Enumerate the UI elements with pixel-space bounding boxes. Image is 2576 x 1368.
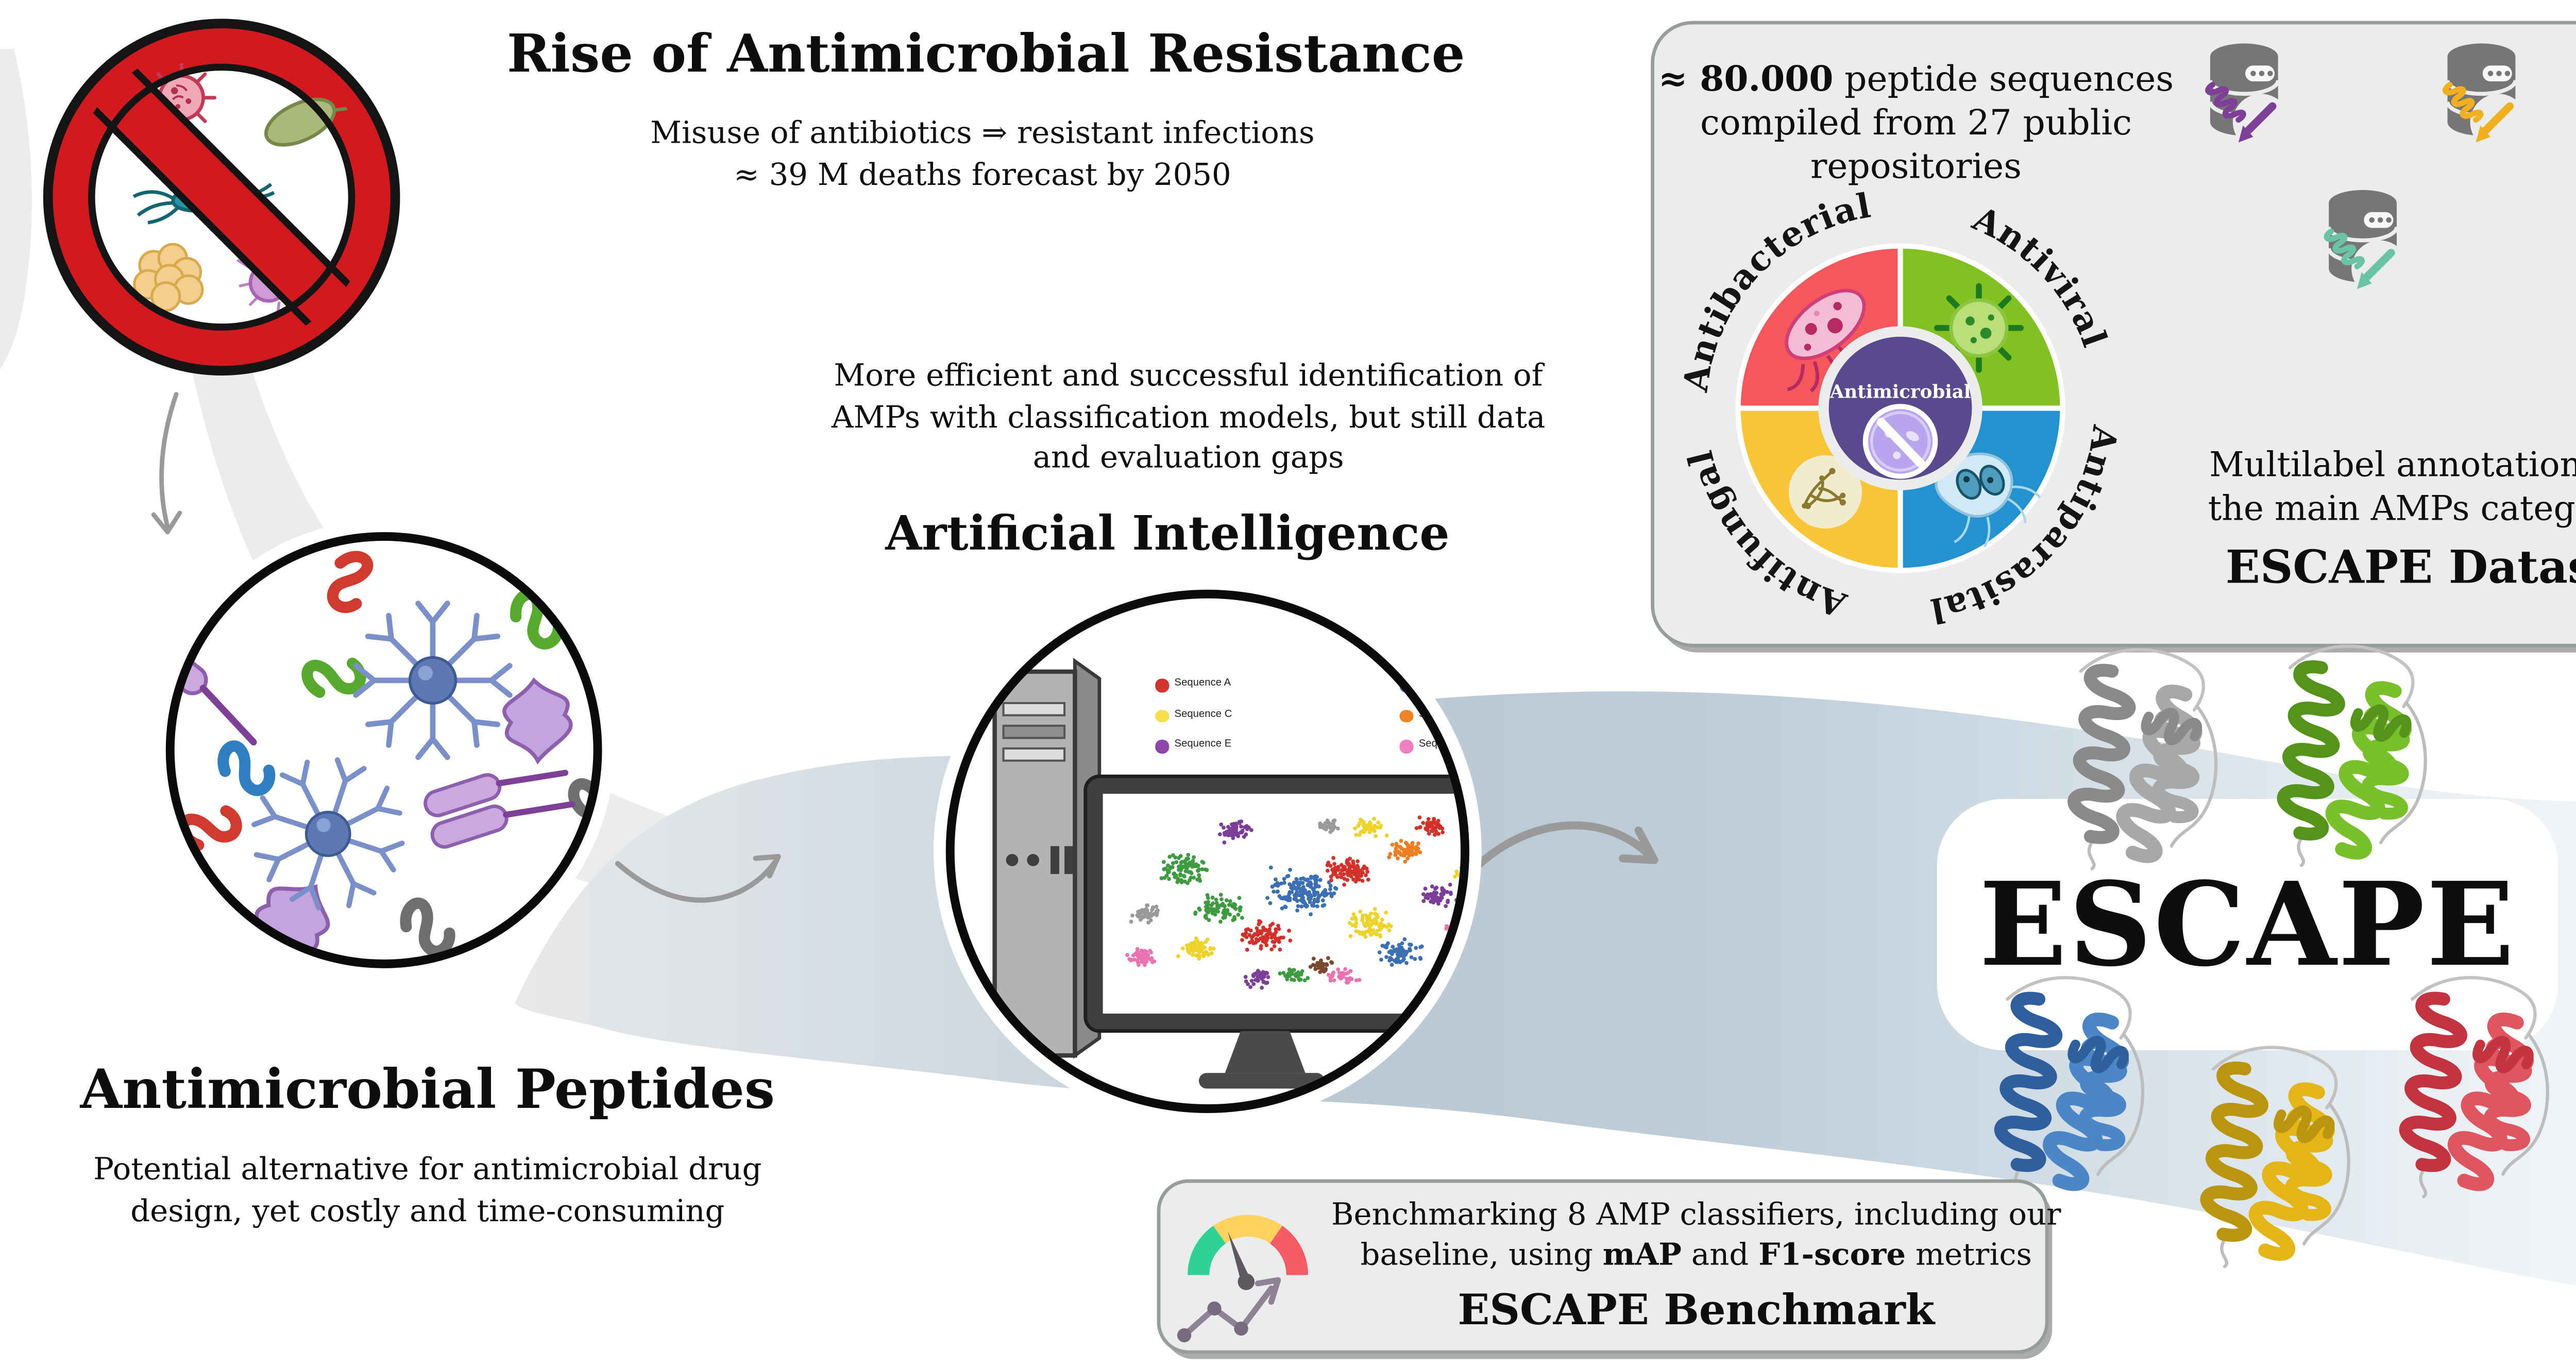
no-microbes-sign xyxy=(43,19,400,376)
peptide-blob xyxy=(504,680,571,761)
legend-label: Sequence D xyxy=(1418,709,1466,720)
monitor-icon xyxy=(1083,774,1461,1089)
legend-dot-purple xyxy=(1155,740,1168,753)
amp-subtitle-2: design, yet costly and time-consuming xyxy=(130,1195,725,1230)
escape-dataset-panel: ≈ 80.000 peptide sequences compiled from… xyxy=(1651,21,2576,647)
dataset-stat-number: ≈ 80.000 xyxy=(1658,57,1834,100)
legend-label: Sequence F xyxy=(1418,740,1466,750)
dataset-title: ESCAPE Dataset xyxy=(2225,542,2576,595)
benchmark-line-2: baseline, using mAP and F1-score metrics xyxy=(1361,1239,2032,1275)
legend-dot-blue xyxy=(1399,678,1413,692)
computer-art xyxy=(992,658,1461,1089)
trend-chart-icon xyxy=(1181,1277,1281,1339)
amp-subtitle-1: Potential alternative for antimicrobial … xyxy=(93,1153,762,1188)
database-icon-teal xyxy=(2321,185,2409,302)
dataset-annotation-1: Multilabel annotations for xyxy=(2209,444,2576,485)
legend-label: Sequence A xyxy=(1174,678,1231,689)
pie-icon-bacterium xyxy=(1785,288,1866,392)
legend-dot-red xyxy=(1155,678,1168,692)
protein-ribbon-red xyxy=(2377,970,2576,1199)
escape-logo-box: ESCAPE xyxy=(1937,799,2558,1051)
ai-note-1: More efficient and successful identifica… xyxy=(834,359,1543,395)
resistance-subtitle-2: ≈ 39 M deaths forecast by 2050 xyxy=(734,159,1231,194)
gauge-needle xyxy=(1228,1231,1251,1284)
gauge-red-segment xyxy=(1269,1225,1309,1275)
pie-center-label: Antimicrobial xyxy=(1829,381,1971,402)
protein-ribbon-yellow xyxy=(2178,1040,2379,1269)
amp-title: Antimicrobial Peptides xyxy=(80,1058,775,1122)
ai-computer-circle: Sequence A Sequence B Sequence C Sequenc… xyxy=(945,589,1469,1113)
resistance-subtitle-1: Misuse of antibiotics ⇒ resistant infect… xyxy=(650,116,1315,152)
legend-label: Sequence E xyxy=(1174,740,1232,750)
benchmark-title: ESCAPE Benchmark xyxy=(1458,1284,1935,1335)
legend-dot-orange xyxy=(1399,709,1413,723)
corner-swoosh xyxy=(0,48,32,370)
pie-icon-fungus xyxy=(1788,455,1862,529)
legend-label: Sequence B xyxy=(1418,678,1466,689)
benchmark-metric-f1: F1-score xyxy=(1758,1238,1906,1274)
amp-categories-pie: Antimicrobial Antibacterial Antiviral An… xyxy=(1675,185,2125,631)
dataset-stat-line-2: compiled from 27 public xyxy=(1700,101,2132,143)
ai-note-2: AMPs with classification models, but sti… xyxy=(831,400,1546,436)
benchmark-line2-post: metrics xyxy=(1906,1238,2032,1274)
tsne-scatter-plot xyxy=(1125,815,1461,990)
arrow-ai-to-escape xyxy=(1465,821,1655,878)
peptide-squiggle-red xyxy=(180,804,239,851)
protein-ribbon-gray xyxy=(2045,642,2246,870)
pie-center-no-microbes-icon xyxy=(1862,404,1938,479)
resistance-title: Rise of Antimicrobial Resistance xyxy=(506,24,1465,86)
benchmark-metric-map: mAP xyxy=(1602,1238,1682,1274)
escape-logo: ESCAPE xyxy=(1979,857,2516,993)
legend-label: Sequence C xyxy=(1174,709,1232,720)
dataset-stat-line-3: repositories xyxy=(1810,145,2022,187)
dataset-stat-rest: peptide sequences xyxy=(1833,57,2174,100)
arrow-sign-to-amp xyxy=(159,392,179,529)
dataset-annotation-2: the main AMPs categories xyxy=(2208,488,2576,529)
benchmark-line-1: Benchmarking 8 AMP classifiers, includin… xyxy=(1331,1198,2061,1234)
peptide-squiggle-gray xyxy=(400,896,454,959)
arrow-ai-to-escape-head xyxy=(1619,826,1658,864)
sign-inner-ring xyxy=(88,63,355,331)
database-icon-purple xyxy=(2202,39,2290,156)
peptide-squiggle-blue xyxy=(216,736,275,800)
dendrimer xyxy=(356,604,510,758)
peptide-squiggle-red xyxy=(318,549,382,614)
database-icon-yellow xyxy=(2439,39,2527,156)
arrow-amp-to-ai xyxy=(615,857,779,903)
protein-ribbon-blue xyxy=(1972,970,2173,1199)
ai-title: Artificial Intelligence xyxy=(885,507,1450,562)
pie-icon-virus xyxy=(1934,283,2024,373)
peptide-hairpin-pair xyxy=(422,751,572,850)
benchmark-line2-mid: and xyxy=(1682,1238,1759,1274)
escape-benchmark-panel: Benchmarking 8 AMP classifiers, includin… xyxy=(1157,1179,2061,1354)
legend-dot-yellow xyxy=(1155,709,1168,723)
arrow-amp-to-ai-head xyxy=(753,853,781,879)
amp-peptides-art xyxy=(175,541,594,960)
protein-ribbon-green xyxy=(2255,639,2455,867)
dataset-stat-line-1: ≈ 80.000 peptide sequences xyxy=(1658,57,2174,100)
benchmark-gauge-icon xyxy=(1177,1215,1309,1343)
legend-dot-pink xyxy=(1399,740,1413,753)
amp-peptides-circle xyxy=(165,532,602,968)
ai-note-3: and evaluation gaps xyxy=(1032,441,1344,476)
cocci-cluster-icon xyxy=(133,243,204,312)
benchmark-line2-pre: baseline, using xyxy=(1360,1238,1603,1274)
gauge-yellow-segment xyxy=(1213,1215,1283,1244)
arrow-sign-to-amp-head xyxy=(151,510,182,535)
sign-outer-ring xyxy=(43,19,400,376)
gauge-green-segment xyxy=(1188,1225,1226,1275)
